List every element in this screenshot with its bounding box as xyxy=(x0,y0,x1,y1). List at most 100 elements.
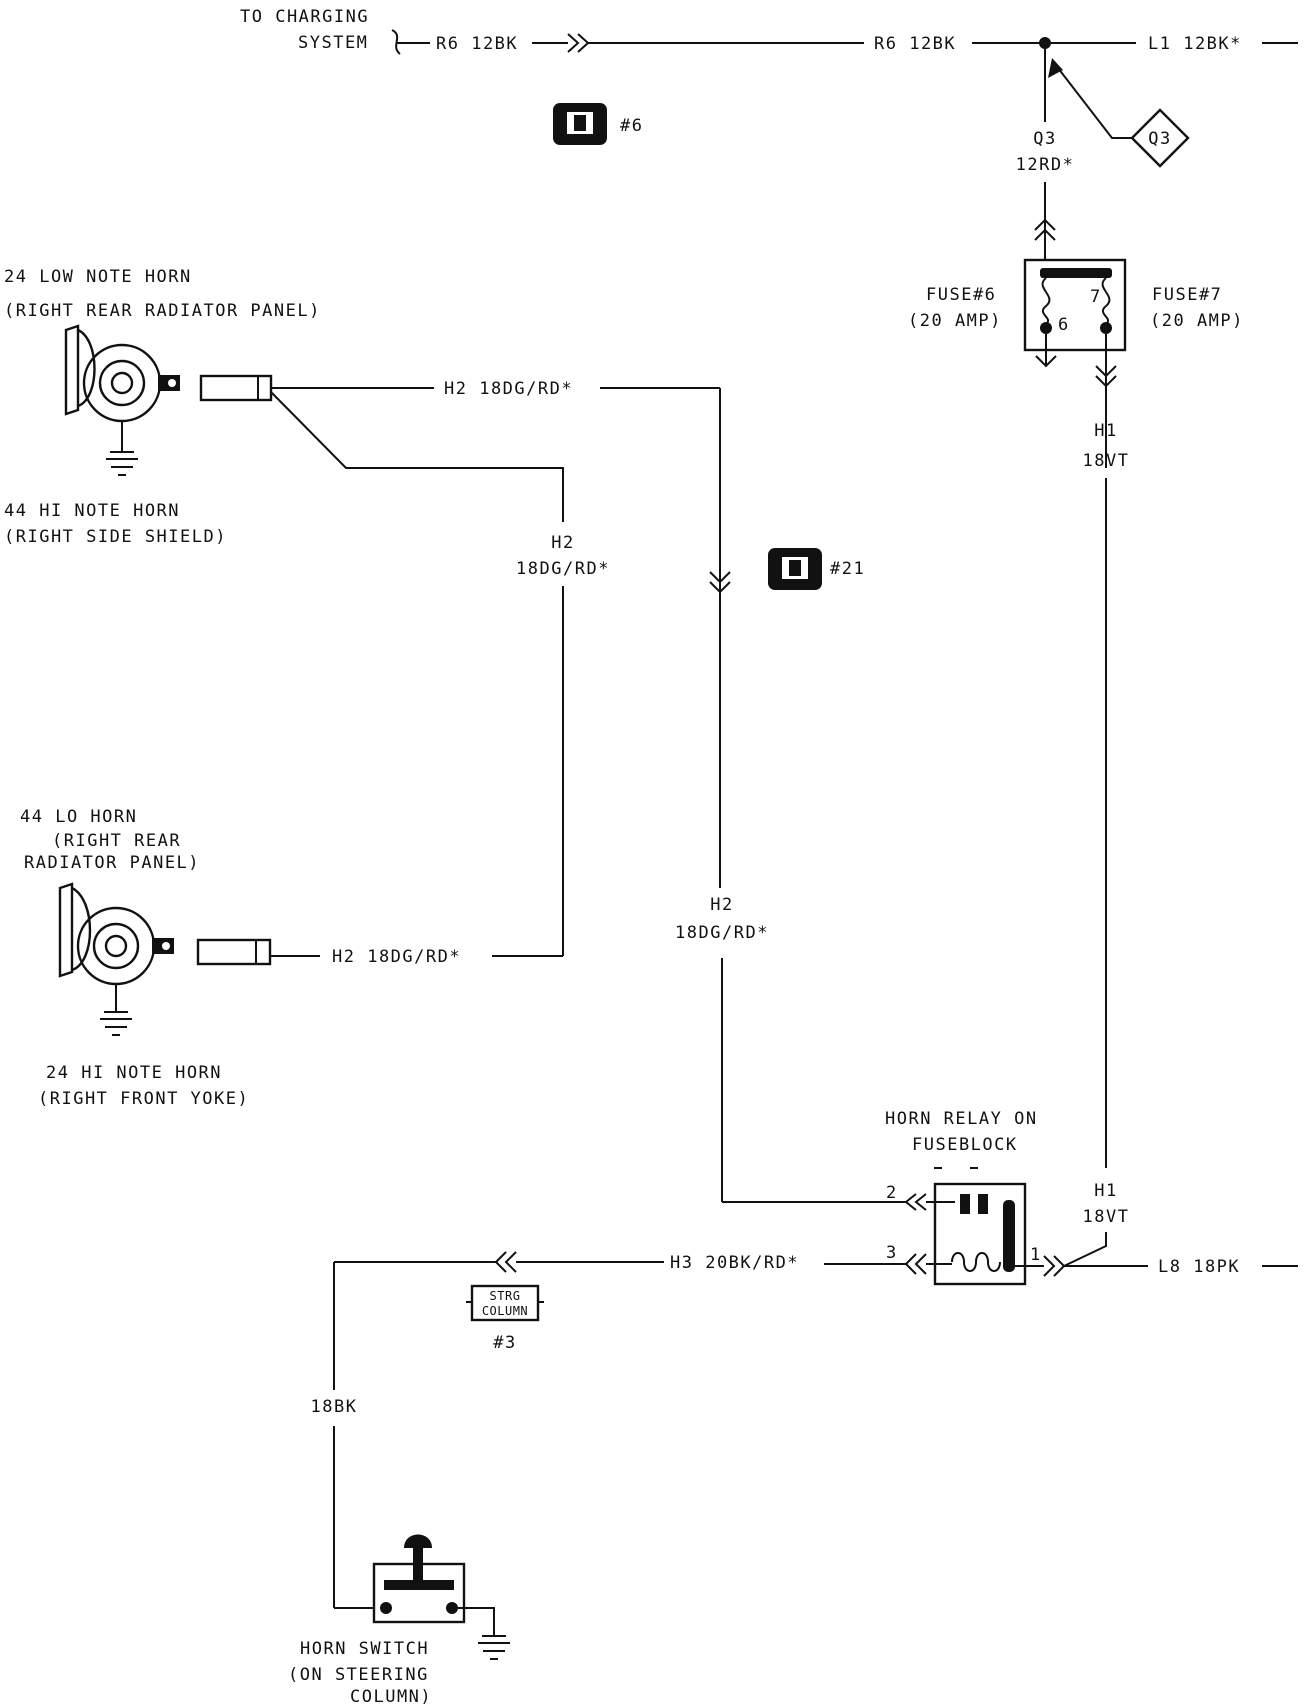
horn-top-label-1: 24 LOW NOTE HORN xyxy=(4,267,192,287)
wire-label-q3-gauge: 12RD* xyxy=(1016,155,1075,175)
relay-armature xyxy=(1003,1200,1015,1272)
strg-label-1: STRG xyxy=(490,1289,521,1303)
horn-bottom: 44 LO HORN (RIGHT REAR RADIATOR PANEL) 2… xyxy=(20,807,563,1109)
fuse7-rating: (20 AMP) xyxy=(1150,311,1244,331)
switch-plunger xyxy=(413,1546,423,1582)
horn-bottom-label-2: (RIGHT REAR xyxy=(52,831,181,851)
horn-top-label-2: (RIGHT REAR RADIATOR PANEL) xyxy=(4,301,321,321)
fuse-block: 7 6 FUSE#6 (20 AMP) FUSE#7 (20 AMP) H1 1… xyxy=(908,258,1244,1168)
switch-button-icon xyxy=(404,1534,432,1548)
horn-bottom-label-3: RADIATOR PANEL) xyxy=(24,853,200,873)
horn-connector-icon xyxy=(199,374,273,402)
relay-coil-icon xyxy=(951,1252,1001,1272)
switch-label-1: HORN SWITCH xyxy=(300,1639,429,1659)
horn-relay: HORN RELAY ON FUSEBLOCK 2 3 1 H1 18VT L8… xyxy=(885,1109,1298,1286)
horn-top-label-3: 44 HI NOTE HORN xyxy=(4,501,180,521)
steering-column-connector: STRG COLUMN #3 xyxy=(466,1284,544,1353)
ground-icon xyxy=(478,1635,510,1660)
wire-label-l1: L1 12BK* xyxy=(1148,34,1242,54)
connector-6-label: #6 xyxy=(620,116,643,136)
charging-system-feed: TO CHARGING SYSTEM R6 12BK R6 12BK L1 12… xyxy=(240,7,1298,268)
fuse-bus-bar xyxy=(1040,268,1112,278)
fuse7-element-icon xyxy=(1101,277,1111,325)
switch-terminal xyxy=(446,1602,458,1614)
connector-chevron-icon xyxy=(1043,1255,1066,1277)
q3-pointer-line xyxy=(1057,67,1132,139)
relay-label-1: HORN RELAY ON xyxy=(885,1109,1038,1129)
horn-switch: HORN SWITCH (ON STEERING COLUMN) xyxy=(288,1534,510,1704)
connector-chevron-icon xyxy=(567,33,590,53)
relay-pin-2: 2 xyxy=(886,1183,898,1203)
wire-label-h3: H3 20BK/RD* xyxy=(670,1253,799,1273)
connector-21: #21 xyxy=(768,548,865,590)
horn-connector-icon xyxy=(196,938,272,966)
wire-label-18bk: 18BK xyxy=(311,1397,358,1417)
wire-label-h1-lower-gauge: 18VT xyxy=(1083,1207,1130,1227)
ground-icon xyxy=(100,984,132,1036)
wire-label-h1: H1 xyxy=(1094,421,1117,441)
horn-top-label-4: (RIGHT SIDE SHIELD) xyxy=(4,527,227,547)
connector-chevron-icon xyxy=(904,1193,927,1211)
connector-chevron-icon xyxy=(494,1251,517,1273)
wire-h1-to-relay xyxy=(1063,1232,1107,1267)
wire-label-h2-right: H2 xyxy=(710,895,733,915)
wire-label-h2-right-gauge: 18DG/RD* xyxy=(675,923,769,943)
relay-pin-3: 3 xyxy=(886,1243,898,1263)
wire-h2-branch xyxy=(270,391,564,522)
relay-pin-1: 1 xyxy=(1030,1245,1042,1265)
wire-label-h2-mid: H2 xyxy=(551,533,574,553)
wire-label-h2-bottom: H2 18DG/RD* xyxy=(332,947,461,967)
strg-number: #3 xyxy=(493,1333,516,1353)
connector-chevron-icon xyxy=(1095,365,1117,388)
horn-bottom-label-1: 44 LO HORN xyxy=(20,807,137,827)
wire-label-h2-top: H2 18DG/RD* xyxy=(444,379,573,399)
charging-label-line1: TO CHARGING xyxy=(240,7,369,27)
fuse6-element-icon xyxy=(1041,277,1051,325)
horn-icon xyxy=(64,324,180,423)
fuse6-label: FUSE#6 xyxy=(926,285,996,305)
q3-pointer-arrow-icon xyxy=(1048,58,1063,78)
connector-pin xyxy=(789,560,801,576)
horn-bottom-label-5: (RIGHT FRONT YOKE) xyxy=(38,1089,249,1109)
horn-bottom-label-4: 24 HI NOTE HORN xyxy=(46,1063,222,1083)
fuse-pin-7: 7 xyxy=(1090,287,1102,307)
switch-ground-lead xyxy=(458,1607,495,1636)
horn-icon xyxy=(58,882,174,986)
wire-break-icon xyxy=(391,29,401,55)
fuse7-label: FUSE#7 xyxy=(1152,285,1222,305)
wire-label-h1-gauge: 18VT xyxy=(1083,451,1130,471)
strg-label-2: COLUMN xyxy=(482,1304,528,1318)
relay-label-2: FUSEBLOCK xyxy=(912,1135,1018,1155)
wire-label-q3: Q3 xyxy=(1033,129,1056,149)
switch-label-2: (ON STEERING xyxy=(288,1665,429,1685)
relay-contact xyxy=(960,1194,970,1214)
relay-contact xyxy=(978,1194,988,1214)
wire-label-r6-left: R6 12BK xyxy=(436,34,518,54)
fuse6-terminal xyxy=(1040,322,1052,334)
fuse7-terminal xyxy=(1100,322,1112,334)
connector-chevron-icon xyxy=(709,571,731,594)
wire-label-h2-mid-gauge: 18DG/RD* xyxy=(516,559,610,579)
q3-diamond-label: Q3 xyxy=(1148,129,1171,149)
connector-chevron-icon xyxy=(1034,218,1056,241)
wire-h3-run: H3 20BK/RD* STRG COLUMN #3 18BK xyxy=(311,1251,906,1609)
connector-6: #6 xyxy=(553,103,643,145)
connector-21-label: #21 xyxy=(830,559,865,579)
chevron-down-icon xyxy=(1035,355,1057,368)
ground-icon xyxy=(106,421,138,476)
switch-label-3: COLUMN) xyxy=(350,1687,432,1704)
fuse6-rating: (20 AMP) xyxy=(908,311,1002,331)
wire-h2-right-run: H2 18DG/RD* xyxy=(675,388,906,1203)
connector-chevron-icon xyxy=(904,1253,927,1275)
switch-bar xyxy=(384,1580,454,1590)
wire-label-r6-right: R6 12BK xyxy=(874,34,956,54)
connector-pin xyxy=(574,115,586,131)
switch-terminal xyxy=(380,1602,392,1614)
wire-label-h1-lower: H1 xyxy=(1094,1181,1117,1201)
horn-top: 24 LOW NOTE HORN (RIGHT REAR RADIATOR PA… xyxy=(4,267,720,956)
fuse-pin-6: 6 xyxy=(1058,315,1070,335)
diamond-icon xyxy=(1130,108,1190,168)
charging-label-line2: SYSTEM xyxy=(298,33,368,53)
wire-label-l8: L8 18PK xyxy=(1158,1257,1240,1277)
